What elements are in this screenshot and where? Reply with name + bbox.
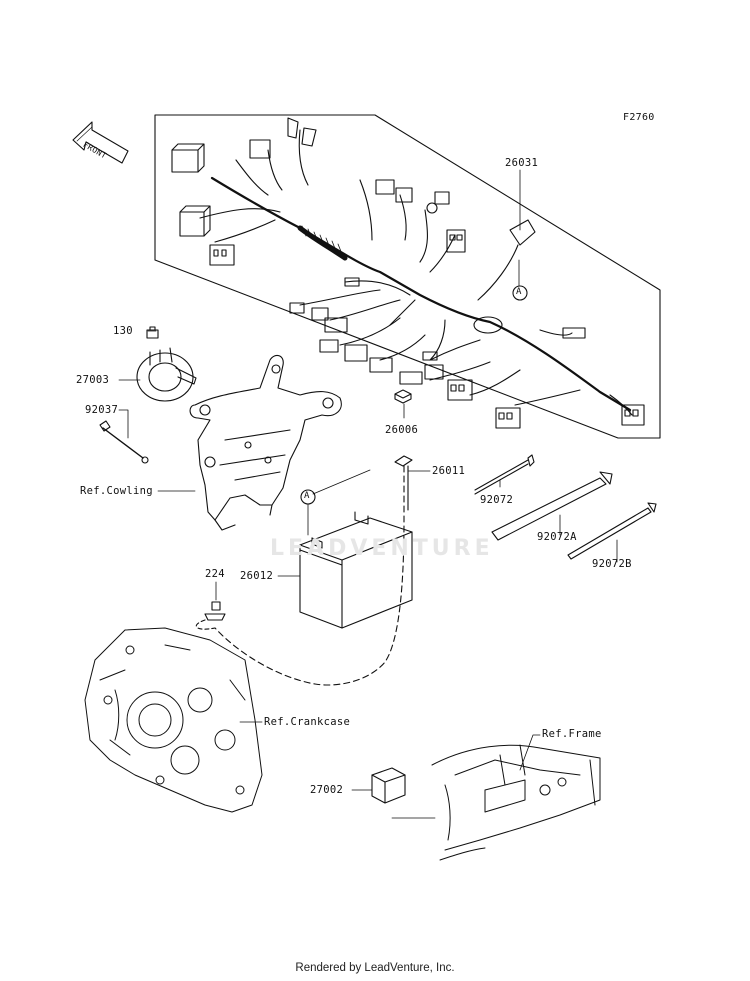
part-label-26012[interactable]: 26012: [240, 570, 274, 582]
callout-a-lower-letter: A: [304, 491, 310, 501]
cable-26011: [214, 455, 413, 686]
bolt-224: [204, 601, 226, 621]
part-label-92072b[interactable]: 92072B: [592, 558, 632, 570]
part-label-27003[interactable]: 27003: [76, 374, 110, 386]
part-label-130[interactable]: 130: [113, 325, 133, 337]
fuse-26006: [394, 389, 412, 404]
part-label-224[interactable]: 224: [205, 568, 225, 580]
part-label-92072a[interactable]: 92072A: [537, 531, 577, 543]
part-label-92072[interactable]: 92072: [480, 494, 514, 506]
watermark-text: LEADVENTURE: [270, 536, 494, 561]
part-label-92037[interactable]: 92037: [85, 404, 119, 416]
wiring-harness-frame: [154, 114, 661, 439]
part-label-26006[interactable]: 26006: [385, 424, 419, 436]
part-label-27002[interactable]: 27002: [310, 784, 344, 796]
part-label-26011[interactable]: 26011: [432, 465, 466, 477]
ref-label-frame[interactable]: Ref.Frame: [542, 728, 602, 740]
bolt-92037: [99, 420, 149, 464]
cable-tie-92072a: [491, 471, 613, 541]
ref-label-cowling[interactable]: Ref.Cowling: [80, 485, 153, 497]
horn-27003: [136, 326, 197, 402]
wiring-harness: [171, 117, 645, 429]
callout-a-upper: [512, 285, 528, 301]
frame-detail: [431, 744, 601, 861]
battery-26012: [299, 511, 413, 629]
callout-a-upper-letter: A: [516, 287, 522, 297]
part-label-26031[interactable]: 26031: [505, 157, 539, 169]
cable-tie-92072b: [567, 502, 657, 560]
footer-credit: Rendered by LeadVenture, Inc.: [295, 962, 455, 974]
ref-label-crankcase[interactable]: Ref.Crankcase: [264, 716, 351, 728]
front-arrow-icon: [72, 121, 129, 164]
crankcase: [84, 627, 263, 813]
cable-tie-92072: [474, 454, 535, 495]
figure-code: F2760: [623, 112, 655, 123]
relay-27002: [371, 767, 406, 804]
bracket-assembly: [189, 354, 342, 531]
